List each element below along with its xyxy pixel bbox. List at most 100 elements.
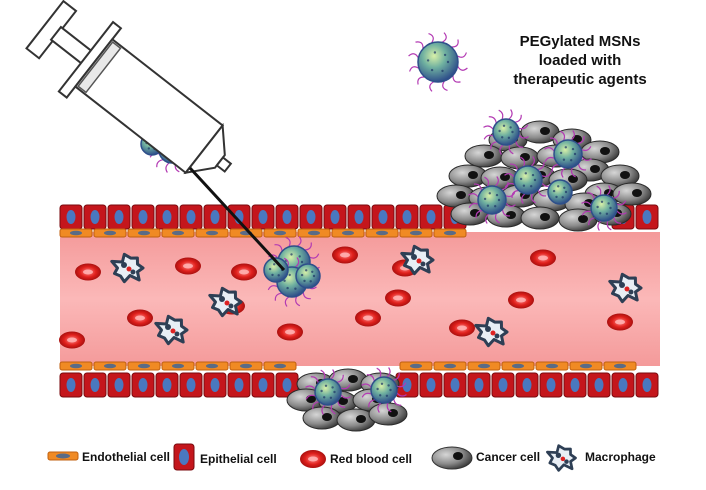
epithelial-cell bbox=[227, 372, 251, 398]
macrophage-icon bbox=[546, 444, 577, 472]
legend-cancer-label: Cancer cell bbox=[476, 450, 541, 464]
macrophage bbox=[546, 444, 577, 472]
epithelial-cell bbox=[299, 204, 323, 230]
endothelial-cell bbox=[195, 361, 229, 371]
endothelial-cell bbox=[127, 228, 161, 238]
endothelial-cell bbox=[93, 228, 127, 238]
cancer-cell bbox=[558, 208, 598, 232]
msn-particle bbox=[361, 367, 407, 413]
macrophage bbox=[154, 314, 189, 346]
vessel-lumen bbox=[60, 232, 660, 366]
endothelial-cell bbox=[603, 361, 637, 371]
endothelial-cell bbox=[161, 228, 195, 238]
endothelial-cell bbox=[535, 361, 569, 371]
red-blood-cell bbox=[75, 263, 101, 281]
title-line-2: loaded with bbox=[538, 52, 622, 69]
epithelial-cell bbox=[467, 372, 491, 398]
msn-particle bbox=[581, 185, 627, 231]
legend-epithelial-label: Epithelial cell bbox=[200, 452, 277, 466]
red-blood-cell bbox=[127, 309, 153, 327]
macrophage bbox=[400, 244, 435, 276]
epithelial-cell bbox=[395, 372, 419, 398]
epithelial-cell bbox=[203, 204, 227, 230]
cancer-cell bbox=[302, 406, 342, 430]
red-blood-cell bbox=[385, 289, 411, 307]
cancer-cell bbox=[612, 182, 652, 206]
macrophage bbox=[474, 316, 509, 348]
epithelial-cell bbox=[419, 372, 443, 398]
needle-icon bbox=[188, 166, 286, 272]
epithelial-cell bbox=[323, 204, 347, 230]
syringe-icon bbox=[25, 0, 233, 175]
msn-particle bbox=[547, 179, 573, 205]
epithelial-cell bbox=[251, 372, 275, 398]
epithelial-cell bbox=[587, 372, 611, 398]
epithelial-cell bbox=[59, 372, 83, 398]
msn-particle bbox=[408, 32, 468, 92]
red-blood-cells bbox=[59, 246, 633, 349]
endothelial-cell bbox=[195, 228, 229, 238]
cancer-cell bbox=[464, 144, 504, 168]
title-line-3: therapeutic agents bbox=[513, 71, 647, 88]
endothelial-cell bbox=[365, 228, 399, 238]
msn-particle bbox=[468, 176, 516, 224]
epithelial-cell bbox=[179, 204, 203, 230]
cancer-cell bbox=[520, 206, 560, 230]
epithelial-cell bbox=[83, 204, 107, 230]
epithelial-cell bbox=[611, 372, 635, 398]
epithelial-cell bbox=[59, 204, 83, 230]
epithelial-cell bbox=[443, 372, 467, 398]
title-line-1: PEGylated MSNs bbox=[519, 33, 641, 50]
red-blood-cell bbox=[175, 257, 201, 275]
epithelial-cell bbox=[635, 204, 659, 230]
cancer-cell bbox=[520, 120, 560, 144]
endothelial-cell bbox=[263, 228, 297, 238]
red-blood-cell bbox=[355, 309, 381, 327]
red-blood-cell bbox=[607, 313, 633, 331]
epithelial-cell bbox=[395, 204, 419, 230]
epithelial-cell bbox=[635, 372, 659, 398]
endothelial-cell-icon bbox=[47, 451, 79, 461]
bottom-epithelial-layer bbox=[59, 372, 659, 398]
endothelial-cell bbox=[297, 228, 331, 238]
title-block: PEGylated MSNs loaded with therapeutic a… bbox=[480, 32, 680, 89]
cancer-cell bbox=[600, 164, 640, 188]
endothelial-cell bbox=[569, 361, 603, 371]
endothelial-cell bbox=[433, 228, 467, 238]
epithelial-cell bbox=[155, 372, 179, 398]
macrophage bbox=[608, 272, 643, 304]
macrophage bbox=[208, 286, 243, 318]
epithelial-cell bbox=[347, 204, 371, 230]
endothelial-cell bbox=[161, 361, 195, 371]
epithelial-cell bbox=[203, 372, 227, 398]
endothelial-cell bbox=[93, 361, 127, 371]
endothelial-cell bbox=[331, 228, 365, 238]
red-blood-cell bbox=[277, 323, 303, 341]
epithelial-cell bbox=[563, 372, 587, 398]
legend-macrophage-label: Macrophage bbox=[585, 450, 656, 464]
endothelial-cell bbox=[399, 361, 433, 371]
cancer-cell bbox=[368, 402, 408, 426]
endothelial-cell bbox=[501, 361, 535, 371]
endothelial-cell bbox=[467, 361, 501, 371]
cancer-cell-icon bbox=[431, 446, 473, 470]
msn-particle bbox=[295, 263, 321, 289]
endothelial-cell bbox=[399, 228, 433, 238]
epithelial-cell bbox=[131, 372, 155, 398]
epithelial-cell-icon bbox=[173, 443, 195, 471]
red-blood-cell bbox=[231, 263, 257, 281]
red-blood-cell bbox=[332, 246, 358, 264]
epithelial-cell bbox=[491, 372, 515, 398]
epithelial-cell bbox=[107, 204, 131, 230]
cancer-cell bbox=[448, 164, 488, 188]
endothelial-cell bbox=[59, 228, 93, 238]
epithelial-cell bbox=[419, 204, 443, 230]
legend-endothelial-label: Endothelial cell bbox=[82, 450, 171, 464]
epithelial-cell bbox=[83, 372, 107, 398]
macrophage bbox=[110, 252, 145, 284]
epithelial-cell bbox=[251, 204, 275, 230]
epithelial-cell bbox=[539, 372, 563, 398]
epithelial-cell bbox=[107, 372, 131, 398]
red-blood-cell bbox=[59, 331, 85, 349]
